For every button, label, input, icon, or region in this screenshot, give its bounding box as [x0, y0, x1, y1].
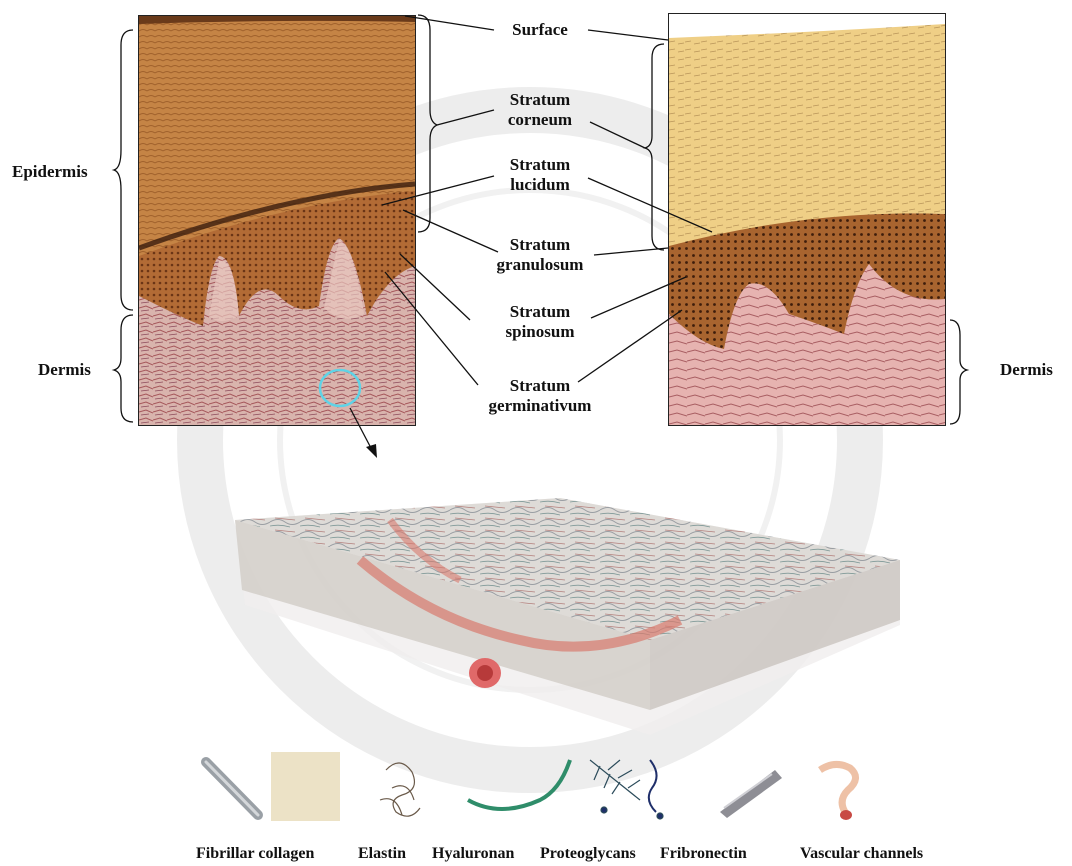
label-epidermis: Epidermis	[12, 162, 88, 182]
label-stratum-lucidum: Stratum lucidum	[480, 155, 600, 195]
caption-fibronectin: Fribronectin	[660, 844, 747, 864]
hyaluronan-icon	[468, 760, 570, 809]
vascular-channels-icon	[820, 764, 856, 820]
caption-proteoglycans: Proteoglycans	[540, 844, 636, 864]
proteoglycans-icon	[590, 760, 663, 819]
stratum-germinativum-line2: germinativum	[470, 396, 610, 416]
caption-fibrillar-collagen: Fibrillar collagen	[196, 844, 314, 864]
caption-elastin: Elastin	[358, 844, 406, 864]
label-stratum-corneum: Stratum corneum	[480, 90, 600, 130]
stratum-granulosum-line2: granulosum	[480, 255, 600, 275]
stratum-corneum-line2: corneum	[480, 110, 600, 130]
stratum-corneum-line1: Stratum	[480, 90, 600, 110]
fibrillar-collagen-icon	[206, 752, 340, 821]
stratum-spinosum-line2: spinosum	[480, 322, 600, 342]
stratum-lucidum-line1: Stratum	[480, 155, 600, 175]
fibronectin-icon	[720, 770, 782, 818]
label-stratum-granulosum: Stratum granulosum	[480, 235, 600, 275]
stratum-lucidum-line2: lucidum	[480, 175, 600, 195]
stratum-germinativum-line1: Stratum	[470, 376, 610, 396]
caption-vascular-channels: Vascular channels	[800, 844, 923, 864]
label-dermis-left: Dermis	[38, 360, 91, 380]
label-surface: Surface	[480, 20, 600, 40]
label-stratum-germinativum: Stratum germinativum	[470, 376, 610, 416]
label-stratum-spinosum: Stratum spinosum	[480, 302, 600, 342]
elastin-icon	[380, 763, 420, 816]
surface-text: Surface	[512, 20, 568, 39]
label-dermis-right: Dermis	[1000, 360, 1053, 380]
caption-hyaluronan: Hyaluronan	[432, 844, 514, 864]
stratum-spinosum-line1: Stratum	[480, 302, 600, 322]
stratum-granulosum-line1: Stratum	[480, 235, 600, 255]
